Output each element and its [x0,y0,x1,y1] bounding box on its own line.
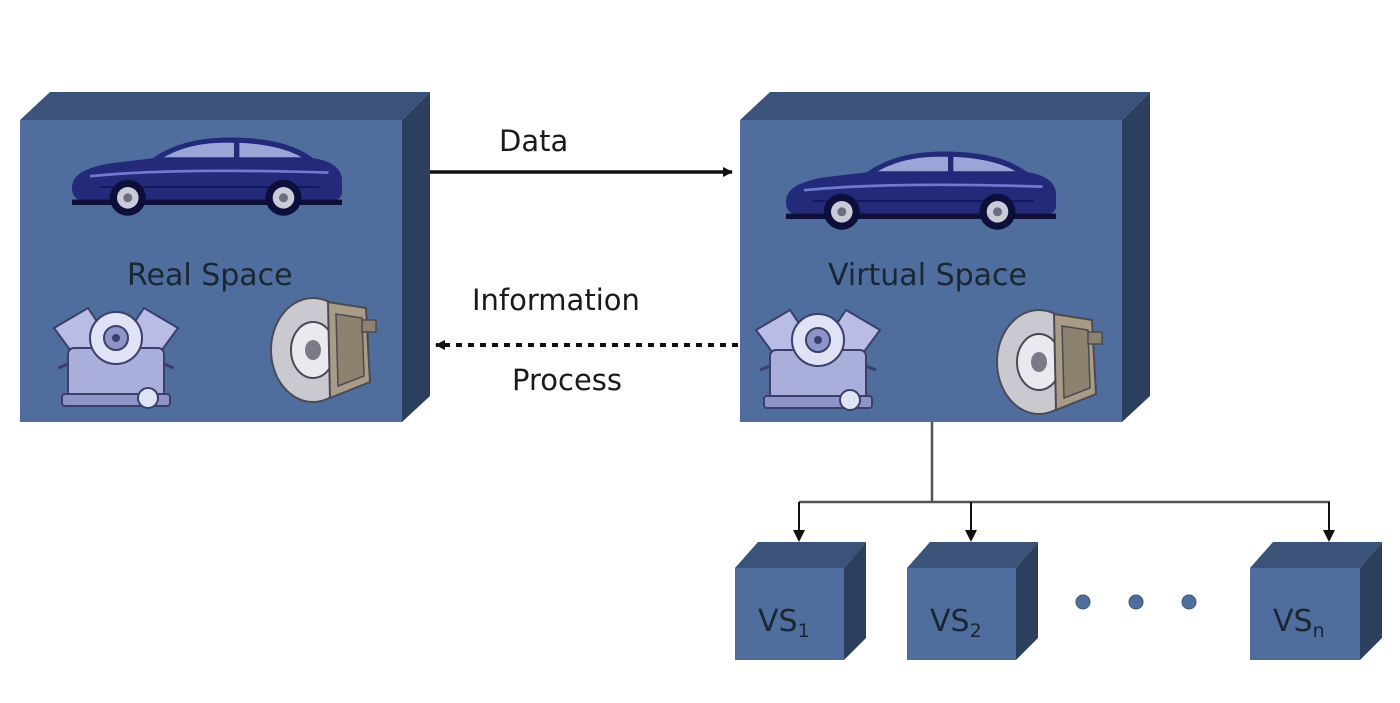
vs1-box [735,542,866,660]
virtual-space-top-face [740,92,1150,120]
brake-disc-icon [270,297,377,403]
engine-icon [754,308,882,412]
process-arrow-label: Process [512,363,623,397]
vs2-box [907,542,1038,660]
vsn-box [1250,542,1382,660]
information-arrow-label: Information [472,283,640,317]
branch-connector [793,422,1335,542]
real-space-label: Real Space [127,258,293,293]
ellipsis [1075,594,1197,610]
ellipsis-dot-icon [1075,594,1091,610]
data-arrow-label: Data [499,124,569,158]
real-space-top-face [20,92,430,120]
brake-disc-icon [996,309,1103,415]
engine-icon [52,306,180,410]
vs1-label: VS1 [758,604,810,642]
virtual-space-side-face [1122,92,1150,422]
ellipsis-dot-icon [1181,594,1197,610]
vsn-label: VSn [1273,604,1325,642]
real-space-side-face [402,92,430,422]
vs2-label: VS2 [930,604,982,642]
virtual-space-label: Virtual Space [828,258,1027,293]
real-space-box [20,92,430,422]
virtual-space-box [740,92,1150,422]
ellipsis-dot-icon [1128,594,1144,610]
